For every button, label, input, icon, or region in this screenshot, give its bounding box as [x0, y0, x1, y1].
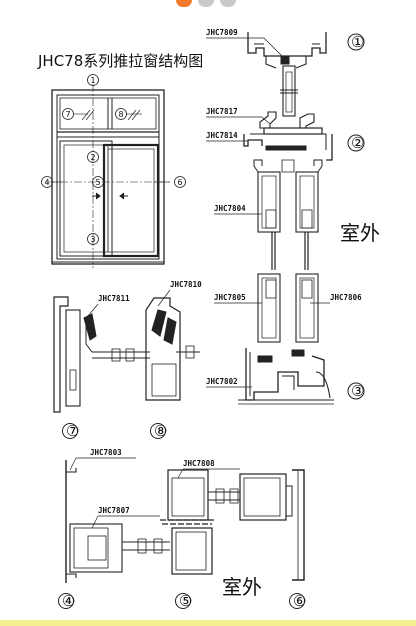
outside-label-bottom: 室外	[222, 575, 262, 599]
section-number-7: ⑦	[66, 422, 79, 440]
label-jhc7806: JHC7806	[330, 293, 362, 302]
label-jhc7803: JHC7803	[90, 448, 122, 457]
label-jhc7817: JHC7817	[206, 107, 238, 116]
label-jhc7802: JHC7802	[206, 377, 238, 386]
pill-dot	[198, 0, 214, 7]
svg-text:7: 7	[66, 110, 71, 119]
svg-text:5: 5	[96, 178, 101, 187]
section-number-1: ①	[351, 33, 364, 51]
vertical-section	[238, 32, 365, 405]
window-elevation: 1 7 8 2 4 5 6 3	[41, 74, 186, 268]
label-leaders	[69, 37, 330, 529]
label-jhc7810: JHC7810	[170, 280, 202, 289]
outside-label-right: 室外	[340, 221, 380, 245]
section-number-2: ②	[351, 134, 364, 152]
svg-text:3: 3	[91, 235, 96, 244]
label-jhc7807: JHC7807	[98, 506, 130, 515]
svg-text:1: 1	[91, 76, 96, 85]
diagram-title: JHC78系列推拉窗结构图	[37, 52, 203, 70]
pill-dot-active	[176, 0, 192, 7]
section-7-8	[53, 296, 200, 439]
section-number-8: ⑧	[154, 422, 167, 440]
section-number-4: ④	[62, 592, 75, 610]
section-number-labels: ① ② ③ ④ ⑤ ⑥ ⑦ ⑧	[62, 33, 364, 610]
footer-highlight-line	[0, 620, 416, 626]
pill-dot	[220, 0, 236, 7]
label-jhc7811: JHC7811	[98, 294, 130, 303]
label-jhc7805: JHC7805	[214, 293, 246, 302]
top-pill-indicator	[172, 0, 248, 8]
svg-text:4: 4	[45, 178, 50, 187]
svg-text:8: 8	[119, 110, 124, 119]
svg-text:2: 2	[91, 153, 96, 162]
horizontal-section	[58, 460, 305, 609]
label-jhc7814: JHC7814	[206, 131, 238, 140]
svg-text:6: 6	[178, 178, 183, 187]
section-number-5: ⑤	[179, 592, 192, 610]
profile-labels: JHC7809 JHC7817 JHC7814 JHC7804 JHC7805 …	[90, 28, 362, 515]
section-number-3: ③	[351, 382, 364, 400]
label-jhc7804: JHC7804	[214, 204, 246, 213]
label-jhc7809: JHC7809	[206, 28, 238, 37]
label-jhc7808: JHC7808	[183, 459, 215, 468]
section-number-6: ⑥	[293, 592, 306, 610]
